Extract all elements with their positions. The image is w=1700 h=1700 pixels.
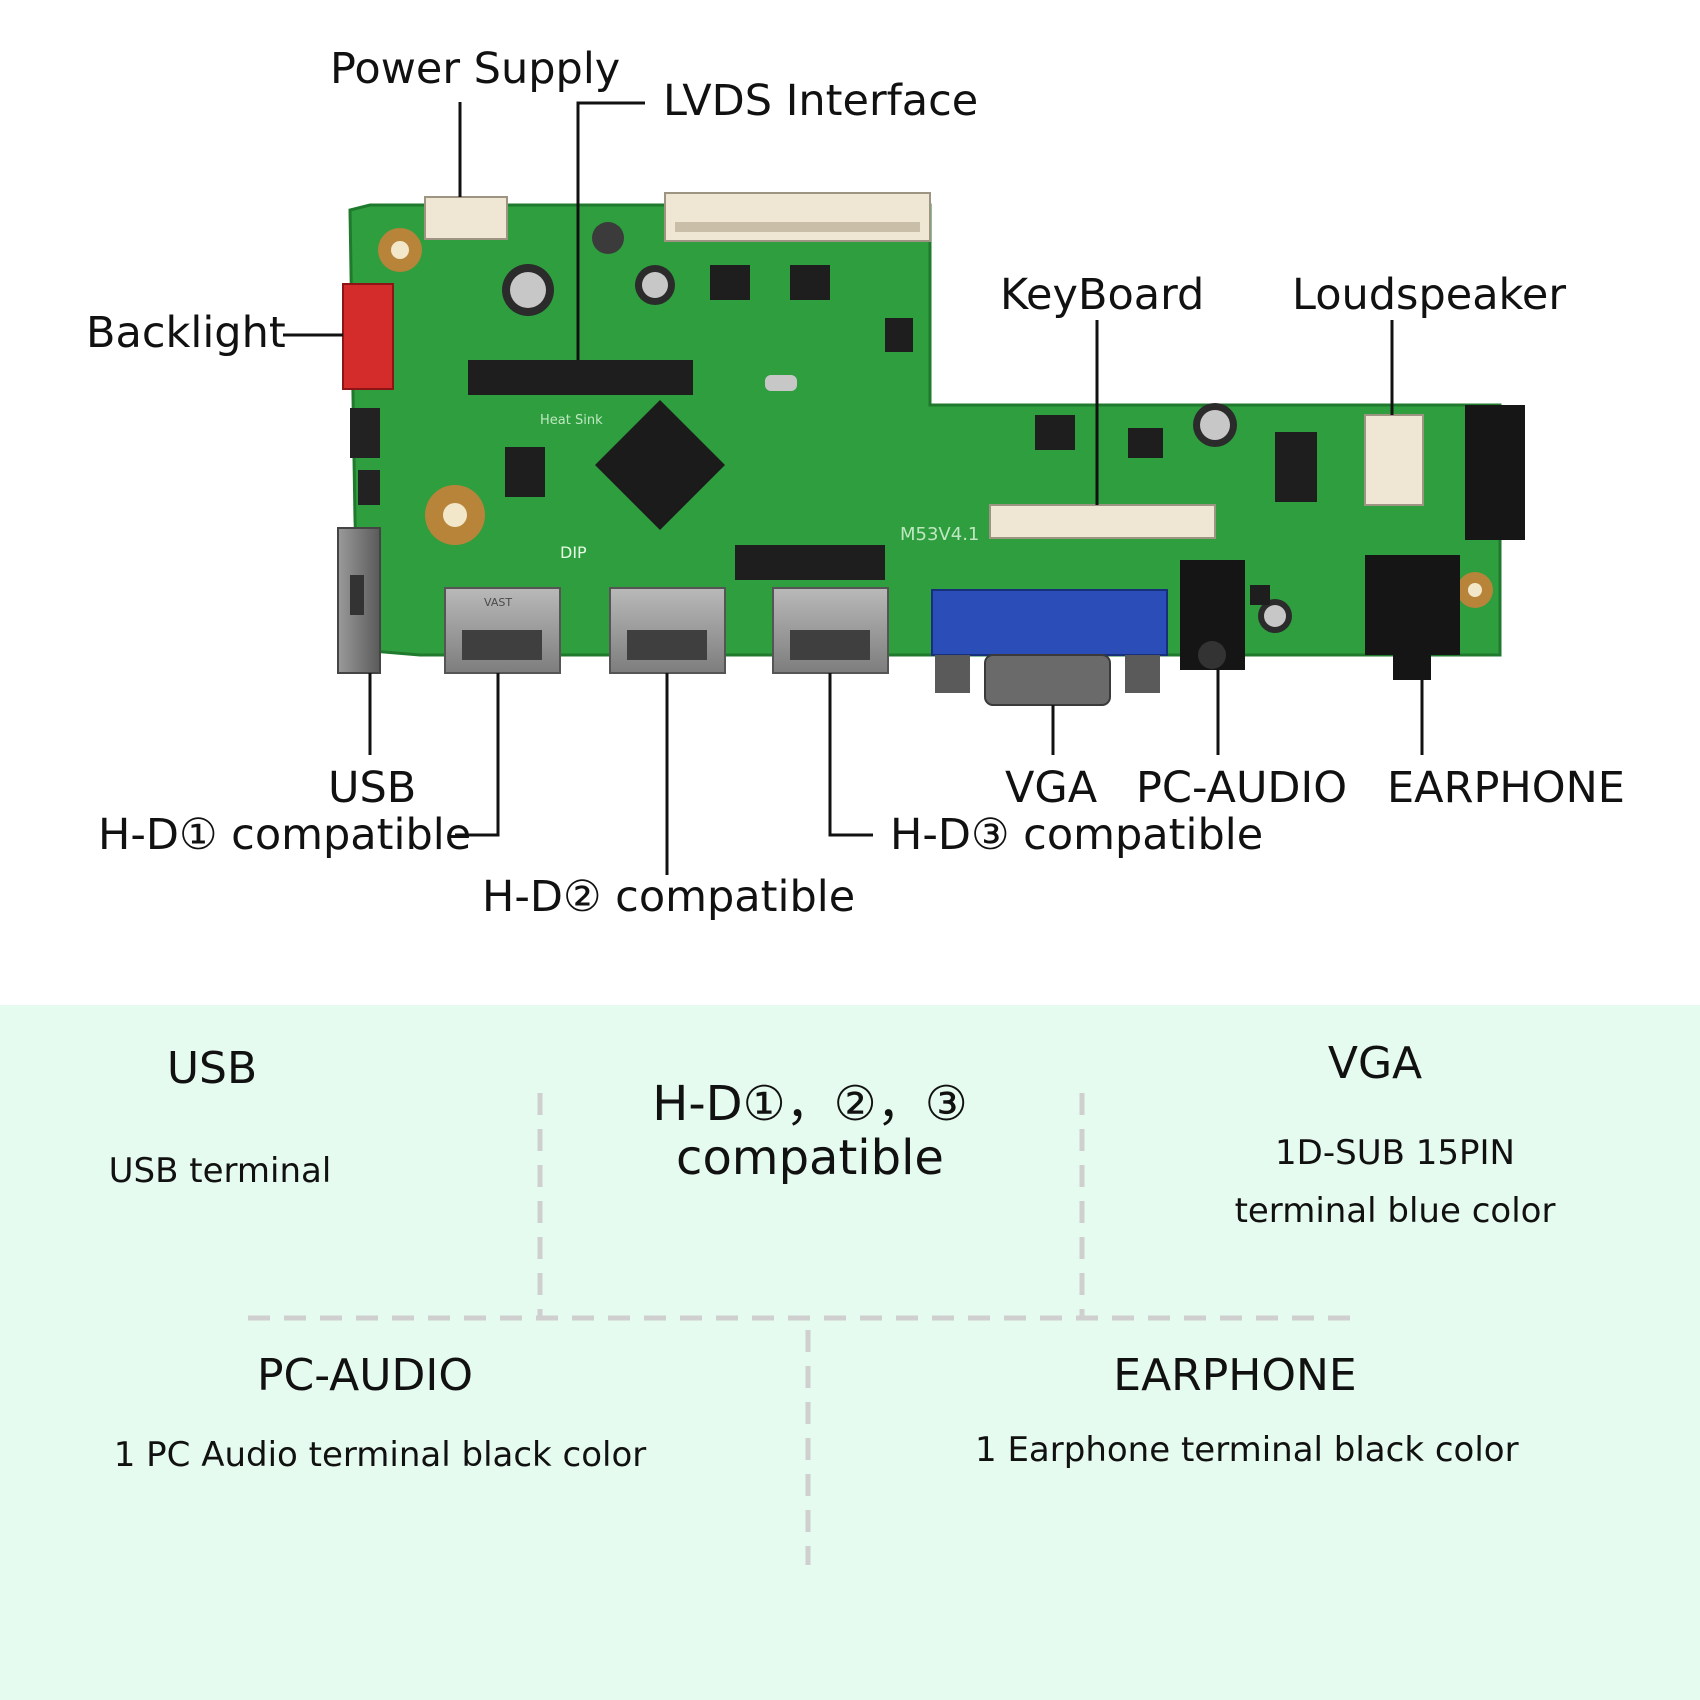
vga-desc-line2: terminal blue color [1234,1191,1556,1231]
pc-audio-desc: 1 PC Audio terminal black color [113,1435,647,1475]
callout-lvds-interface: LVDS Interface [663,76,979,126]
callout-hd1: H-D① compatible [98,810,472,860]
lvds-connector [664,192,931,242]
keyboard-connector [989,504,1216,539]
mounting-holes [378,228,1493,608]
hdmi-port-3 [772,587,889,674]
callout-pc-audio: PC-AUDIO [1136,763,1348,813]
earphone-title: EARPHONE [1113,1350,1357,1401]
callout-power-supply: Power Supply [330,44,621,94]
callout-loudspeaker: Loudspeaker [1292,270,1567,320]
hdmi-port-2 [609,587,726,674]
hdmi-title-line2: compatible [676,1129,944,1186]
vga-desc-line1: 1D-SUB 15PIN [1275,1133,1515,1173]
callout-hd3: H-D③ compatible [890,810,1264,860]
pin-header [468,360,693,395]
callout-usb: USB [328,763,417,813]
heat-sink-label: Heat Sink [540,413,603,428]
pc-audio-jack [1180,560,1245,670]
usb-port [337,527,381,674]
power-supply-connector [424,196,508,240]
vga-title: VGA [1327,1038,1423,1089]
vga-connector [931,589,1168,706]
callout-vga: VGA [1005,763,1098,813]
leader-lines [283,101,1424,875]
earphone-desc: 1 Earphone terminal black color [975,1430,1519,1470]
loudspeaker-connector [1364,414,1424,506]
hdmi-port-label: VAST [484,596,512,609]
backlight-connector [342,283,394,390]
usb-desc: USB terminal [108,1151,332,1191]
board-diagram: M53V4.1 DIP Heat Sink VAST [283,101,1525,875]
hdmi-title: H-D①，②，③ compatible [560,1076,1060,1186]
board-model-label: M53V4.1 [900,524,979,545]
callout-keyboard: KeyBoard [1000,270,1205,320]
grid-dividers [248,1093,1355,1565]
dip-label: DIP [560,543,587,562]
callout-hd2: H-D② compatible [482,872,856,922]
callout-backlight: Backlight [86,308,286,358]
main-chip [595,400,725,530]
info-panel [0,1005,1700,1700]
hdmi-title-line1: H-D①，②，③ [652,1076,968,1132]
callout-earphone: EARPHONE [1387,763,1625,813]
pc-audio-title: PC-AUDIO [257,1350,473,1401]
hdmi-port-1 [444,587,561,674]
capacitors [502,222,1292,633]
usb-title: USB [166,1043,258,1094]
earphone-jack [1365,555,1460,680]
